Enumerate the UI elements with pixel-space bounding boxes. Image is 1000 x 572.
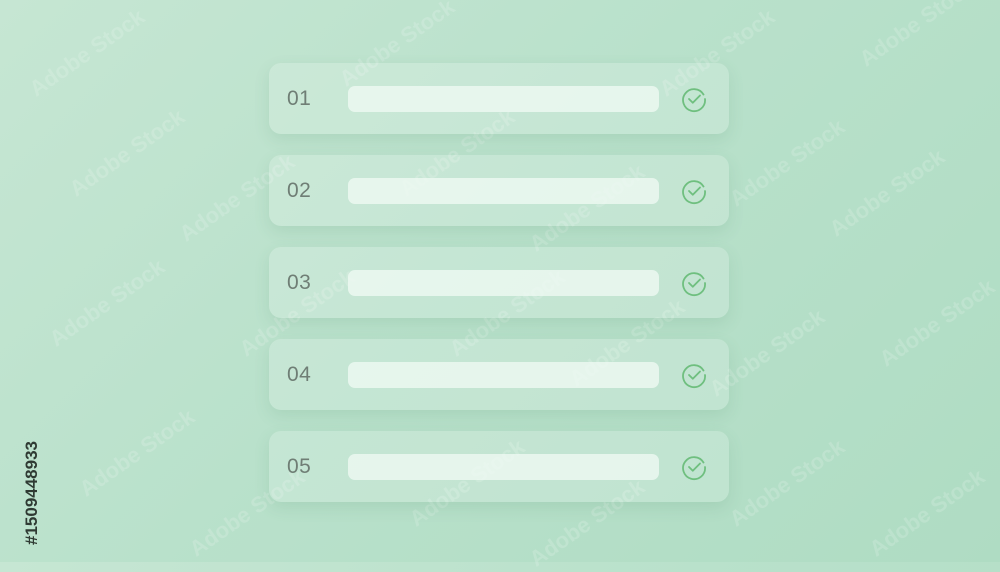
checklist-row: 05 xyxy=(269,431,729,502)
checklist-row: 02 xyxy=(269,155,729,226)
watermark-text: Adobe Stock xyxy=(44,253,170,352)
watermark-text: Adobe Stock xyxy=(724,433,850,532)
stock-id-watermark: #1509448933 xyxy=(22,315,42,555)
checklist-row: 01 xyxy=(269,63,729,134)
row-number: 02 xyxy=(287,178,312,202)
watermark-text: Adobe Stock xyxy=(864,463,990,562)
check-circle-icon[interactable] xyxy=(680,361,708,389)
row-text-field[interactable] xyxy=(348,269,659,296)
row-text-field[interactable] xyxy=(348,453,659,480)
row-number: 05 xyxy=(287,454,312,478)
row-text-field[interactable] xyxy=(348,85,659,112)
check-circle-icon[interactable] xyxy=(680,177,708,205)
watermark-text: Adobe Stock xyxy=(64,103,190,202)
check-circle-icon[interactable] xyxy=(680,85,708,113)
row-text-field[interactable] xyxy=(348,361,659,388)
row-number: 03 xyxy=(287,270,312,294)
check-circle-icon[interactable] xyxy=(680,269,708,297)
row-text-field[interactable] xyxy=(348,177,659,204)
row-number: 04 xyxy=(287,362,312,386)
watermark-text: Adobe Stock xyxy=(74,403,200,502)
check-circle-icon[interactable] xyxy=(680,453,708,481)
checklist: 01 02 03 04 05 xyxy=(269,63,729,502)
watermark-text: Adobe Stock xyxy=(824,143,950,242)
stock-id-text: #1509448933 xyxy=(22,440,41,545)
watermark-text: Adobe Stock xyxy=(854,0,980,72)
checklist-row: 03 xyxy=(269,247,729,318)
watermark-text: Adobe Stock xyxy=(874,273,1000,372)
row-number: 01 xyxy=(287,86,312,110)
watermark-text: Adobe Stock xyxy=(724,113,850,212)
watermark-text: Adobe Stock xyxy=(24,3,150,102)
checklist-row: 04 xyxy=(269,339,729,410)
